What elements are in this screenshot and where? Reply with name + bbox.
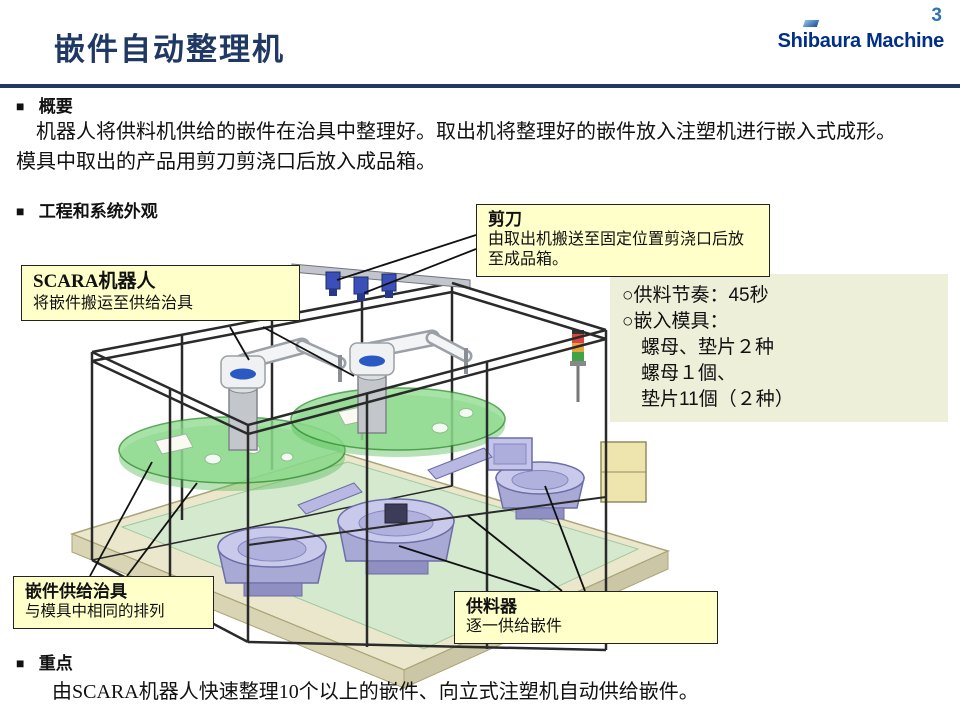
callout-jig: 嵌件供给治具 与模具中相同的排列 bbox=[13, 576, 214, 629]
leader-jig-1 bbox=[89, 461, 153, 577]
page-number: 3 bbox=[931, 5, 942, 26]
spec-box: ○供料节奏：45秒 ○嵌入模具： 螺母、垫片２种 螺母１個、 垫片11個（２种） bbox=[610, 274, 948, 422]
keypoint-heading: ■ 重点 bbox=[16, 649, 73, 674]
scara-robot-left bbox=[220, 337, 347, 451]
safety-fence-front bbox=[91, 281, 608, 652]
parts-bin bbox=[487, 437, 533, 471]
leader-scara-2 bbox=[262, 326, 355, 377]
overview-line: 机器人将供料机供给的嵌件在治具中整理好。取出机将整理好的嵌件放入注塑机进行嵌入式… bbox=[16, 121, 896, 143]
bowl-feeder-left bbox=[217, 526, 327, 597]
spec-line: 螺母、垫片２种 bbox=[622, 337, 775, 358]
callout-jig-body: 与模具中相同的排列 bbox=[25, 603, 165, 621]
title-divider bbox=[0, 84, 960, 88]
spec-line: 螺母１個、 bbox=[622, 363, 737, 384]
leader-jig-2 bbox=[126, 482, 198, 577]
leader-scissors-2 bbox=[363, 248, 477, 294]
callout-scissors-title: 剪刀 bbox=[488, 210, 522, 229]
leader-scara-1 bbox=[229, 326, 250, 361]
logo-text: Shibaura Machine bbox=[777, 30, 945, 52]
callout-feeder-body: 逐一供给嵌件 bbox=[466, 618, 563, 636]
leader-feeder-3 bbox=[544, 485, 586, 592]
bullet-icon: ■ bbox=[16, 100, 25, 115]
logo-mark-icon bbox=[802, 20, 819, 27]
leader-scissors-1 bbox=[336, 234, 477, 281]
overview-heading-label: 概要 bbox=[38, 97, 73, 116]
appearance-heading: ■ 工程和系统外观 bbox=[16, 197, 158, 222]
callout-jig-title: 嵌件供给治具 bbox=[25, 582, 127, 601]
callout-scissors-body: 由取出机搬送至固定位置剪浇口后放至成品箱。 bbox=[488, 231, 745, 269]
linear-feeders bbox=[297, 447, 493, 515]
spec-line: 垫片11個（２种） bbox=[622, 389, 794, 410]
shibaura-logo: Shibaura Machine bbox=[777, 20, 945, 53]
appearance-heading-label: 工程和系统外观 bbox=[38, 202, 158, 221]
callout-scissors: 剪刀 由取出机搬送至固定位置剪浇口后放至成品箱。 bbox=[476, 204, 770, 278]
rotary-table-right bbox=[290, 387, 506, 457]
bullet-icon: ■ bbox=[16, 657, 25, 672]
signal-tower bbox=[570, 330, 586, 402]
callout-scara: SCARA机器人 将嵌件搬运至供给治具 bbox=[21, 265, 300, 321]
spec-line: ○供料节奏：45秒 bbox=[622, 285, 769, 306]
keypoint-heading-label: 重点 bbox=[38, 654, 73, 673]
leader-feeder-2 bbox=[467, 515, 563, 592]
callout-feeder-title: 供料器 bbox=[466, 597, 517, 616]
control-cabinet bbox=[600, 441, 647, 503]
overview-body: 机器人将供料机供给的嵌件在治具中整理好。取出机将整理好的嵌件放入注塑机进行嵌入式… bbox=[16, 117, 956, 177]
overview-line: 模具中取出的产品用剪刀剪浇口后放入成品箱。 bbox=[16, 151, 436, 173]
keypoint-body: 由SCARA机器人快速整理10个以上的嵌件、向立式注塑机自动供给嵌件。 bbox=[52, 681, 699, 703]
scara-robot-right bbox=[349, 329, 473, 434]
callout-feeder: 供料器 逐一供给嵌件 bbox=[454, 591, 718, 645]
callout-scara-title: SCARA机器人 bbox=[33, 271, 156, 292]
spec-line: ○嵌入模具： bbox=[622, 311, 729, 332]
callout-scara-body: 将嵌件搬运至供给治具 bbox=[33, 294, 194, 312]
leader-lines bbox=[89, 234, 586, 592]
page-title: 嵌件自动整理机 bbox=[54, 32, 285, 67]
leader-feeder-1 bbox=[398, 545, 541, 592]
overview-heading: ■ 概要 bbox=[16, 92, 73, 117]
bullet-icon: ■ bbox=[16, 205, 25, 220]
